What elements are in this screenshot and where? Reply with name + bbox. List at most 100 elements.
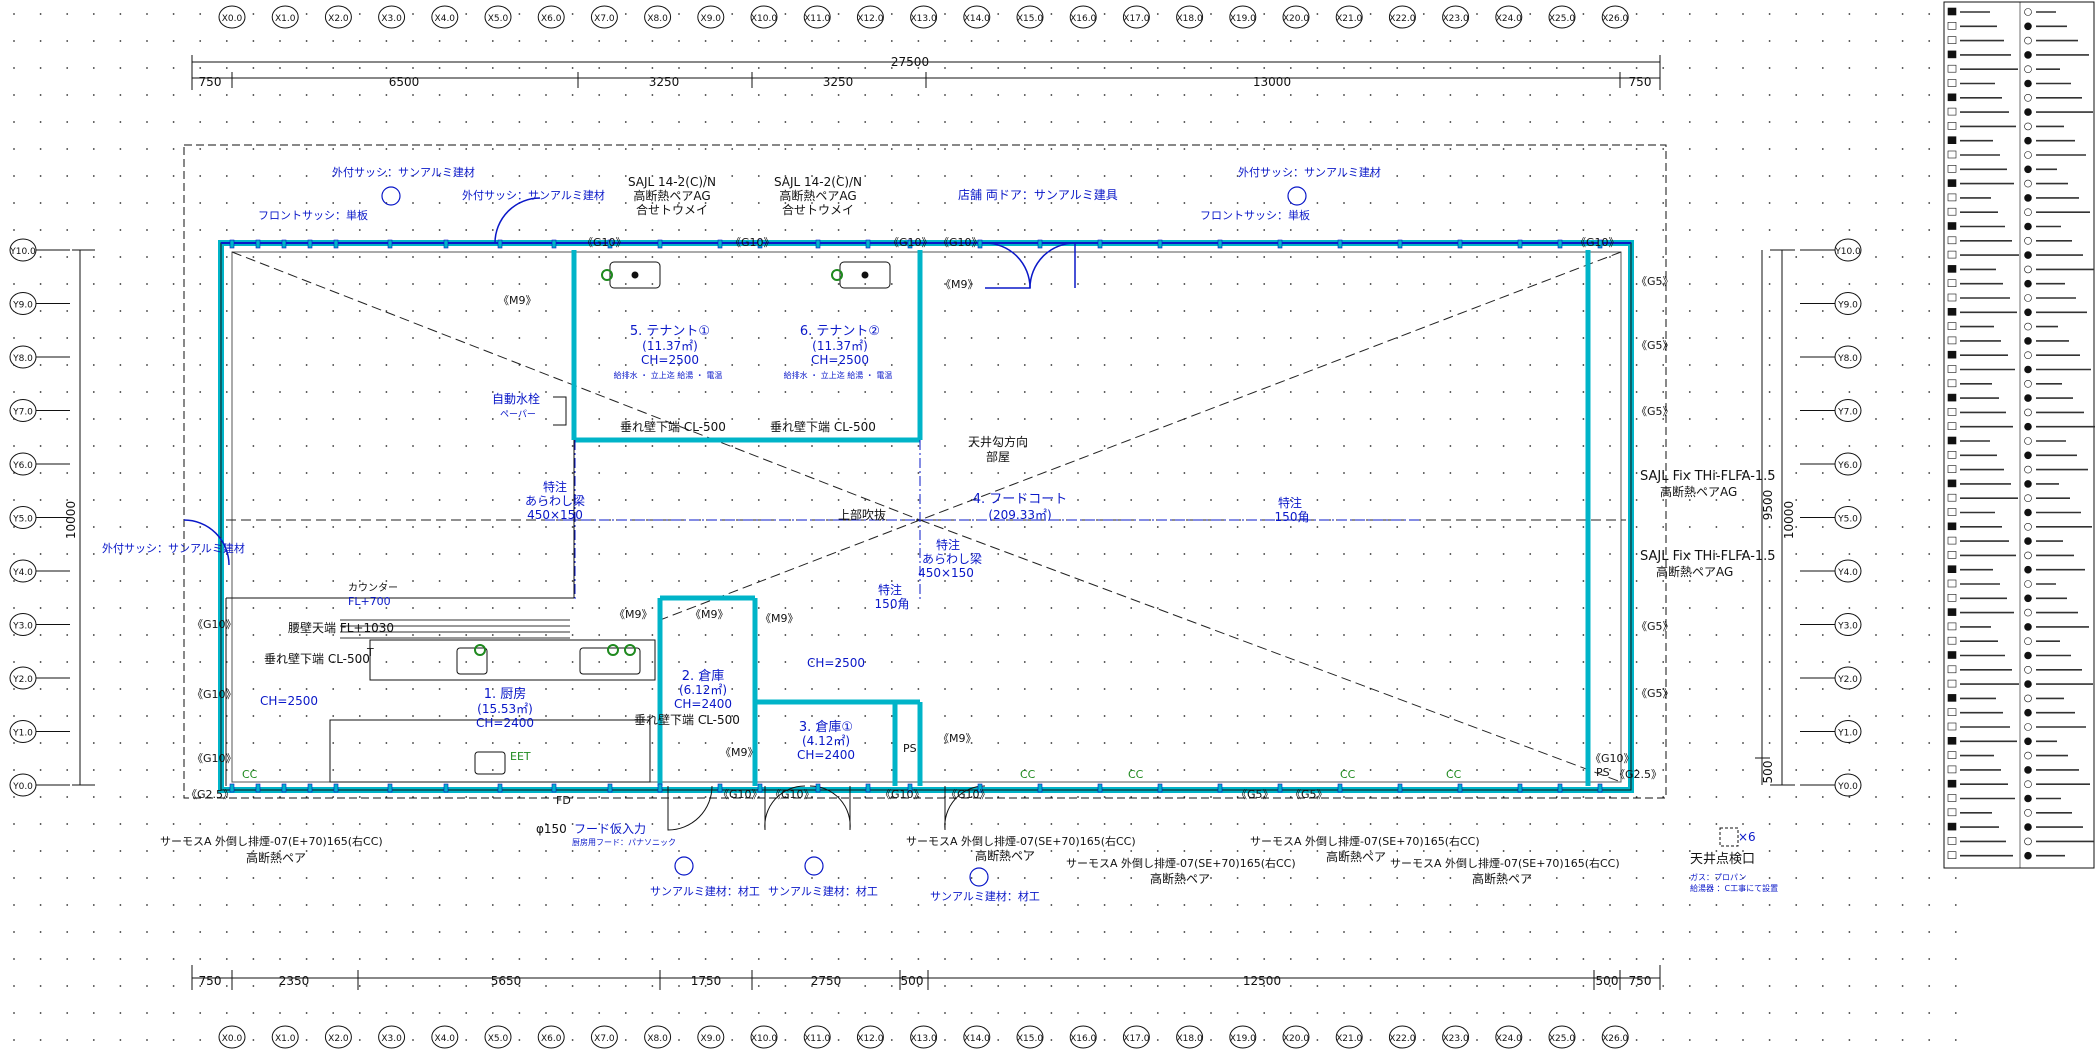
square-post-2: 特注 [878,582,902,597]
room-2-area: (6.12㎡) [679,683,727,697]
grid-bubble-bottom-label: X3.0 [381,1034,402,1044]
room-3-ch: CH=2400 [797,748,855,762]
ps-label-1: PS [903,742,917,755]
beam-1: 特注 [543,479,567,494]
grid-bubble-right-label: Y9.0 [1837,301,1858,311]
grid-bubble-bottom: X12.0 [856,1025,884,1049]
tag-g5: 《G5》 [1636,687,1674,700]
wall-joint-markers: 《G10》《G10》《G10》《G10》《G10》《G10》《G10》《G10》… [186,236,1674,801]
grid-bubble-bottom-label: X15.0 [1017,1034,1043,1044]
tag-cc: CC [1340,768,1356,781]
sajl-a-2: 高断熱ペアAG [633,188,710,203]
grid-bubble-top: X5.0 [484,5,512,29]
grid-bubble-bottom: X25.0 [1548,1025,1576,1049]
grid-bubble-top-label: X22.0 [1389,14,1415,24]
grid-bubble-top-label: X2.0 [328,14,349,24]
tag-m9: 《M9》 [940,278,979,291]
hood-brand: 厨房用フード：パナソニック [572,837,676,847]
grid-bubble-right: Y9.0 [1834,292,1862,315]
grid-bubble-bottom: X9.0 [697,1025,725,1049]
therm-2: サーモスA 外倒し排煙-07(SE+70)165(右CC) [906,834,1136,848]
grid-bubble-top: X12.0 [856,5,884,29]
grid-bubble-right: Y5.0 [1834,506,1862,529]
ceiling-room: 部屋 [986,449,1010,464]
grid-bubble-right: Y8.0 [1834,345,1862,369]
therm-3: サーモスA 外倒し排煙-07(SE+70)165(右CC) [1066,856,1296,870]
room-4-area: (209.33㎡) [988,508,1051,522]
dim-bottom-5: 2750 [811,974,842,988]
grid-bubble-top-label: X11.0 [804,14,830,24]
grid-bubble-top: X18.0 [1176,5,1204,29]
sash-label-4: 外付サッシ：サンアルミ建材 [102,541,245,555]
grid-bubble-top: X13.0 [910,5,938,29]
square-post-2b: 150角 [875,597,910,611]
grid-bubble-bottom-label: X11.0 [804,1034,830,1044]
dim-bottom-8: 500 [1596,974,1619,988]
grid-bubble-bottom-label: X17.0 [1123,1034,1149,1044]
grid-bubble-right-label: Y0.0 [1837,782,1858,792]
duct-size: φ150 [536,822,567,836]
beam-1b: あらわし梁 [525,493,585,508]
therm-5: サーモスA 外倒し排煙-07(SE+70)165(右CC) [1390,856,1620,870]
dim-bottom-7: 12500 [1243,974,1281,988]
sajl-fix-2: SAJL Fix THi-FLFA-1.5 [1640,549,1776,564]
front-sash-1: フロントサッシ：単板 [258,208,368,222]
dim-right-small: 500 [1761,761,1775,784]
therm-5b: 高断熱ペア [1472,871,1532,886]
void-label: 上部吹抜 [838,507,886,522]
grid-bubble-right-label: Y3.0 [1837,622,1858,632]
inspection-count: ×6 [1738,830,1756,844]
sunal-3: サンアルミ建材：材工 [930,889,1040,903]
sash-label-1: 外付サッシ：サンアルミ建材 [332,165,475,179]
grid-bubble-bottom-label: X7.0 [594,1034,615,1044]
grid-bubble-top-label: X26.0 [1602,14,1628,24]
grid-bubble-bottom: X3.0 [378,1025,406,1049]
fd-label: FD [556,794,571,807]
dim-top-1: 750 [199,75,222,89]
sajl-b-3: 合せトウメイ [782,202,854,217]
grid-bubble-top-label: X6.0 [541,14,562,24]
grid-bubble-top: X24.0 [1495,5,1523,29]
hang-wall-2: 垂れ壁下端 CL-500 [770,419,876,434]
grid-bubble-bottom-label: X4.0 [435,1034,456,1044]
grid-bubble-left: Y9.0 [9,292,37,315]
grid-bubble-left: Y8.0 [9,345,37,369]
grid-bubble-top-label: X4.0 [435,14,456,24]
dim-top-2: 6500 [389,75,420,89]
tag-m9: 《M9》 [720,746,759,759]
square-post-1: 特注 [1278,495,1302,510]
grid-bubble-right: Y10.0 [1834,238,1862,262]
grid-bubble-bottom: X19.0 [1229,1025,1257,1049]
plan-labels: 外付サッシ：サンアルミ建材 外付サッシ：サンアルミ建材 外付サッシ：サンアルミ建… [102,165,1778,903]
hydrant-label-2: ペーパー [500,409,536,420]
grid-bubble-bottom: X26.0 [1601,1025,1629,1049]
grid-bubble-bottom-label: X13.0 [910,1034,936,1044]
dimension-lines [72,55,1795,990]
symbol-legend [1943,1,2095,869]
sash-symbols [381,186,1307,887]
tag-g10: 《G10》 [192,618,237,631]
grid-bubble-left-label: Y3.0 [12,622,33,632]
grid-bubble-left: Y0.0 [9,773,37,797]
dimension-texts: 27500 750 6500 3250 3250 13000 750 750 2… [64,55,1796,988]
grid-bubble-top-label: X8.0 [647,14,668,24]
grid-bubble-bottom-label: X2.0 [328,1034,349,1044]
grid-bubble-bottom-label: X24.0 [1496,1034,1522,1044]
grid-bubble-bottom: X14.0 [963,1025,991,1049]
therm-4: サーモスA 外倒し排煙-07(SE+70)165(右CC) [1250,834,1480,848]
grid-bubble-bottom: X23.0 [1442,1025,1470,1049]
sajl-fix-1: SAJL Fix THi-FLFA-1.5 [1640,469,1776,484]
grid-bubble-left: Y10.0 [9,238,37,262]
grid-bubble-bottom: X4.0 [431,1025,459,1049]
sajl-b-2: 高断熱ペアAG [779,188,856,203]
grid-bubble-top: X11.0 [803,5,831,29]
grid-bubble-top: X22.0 [1388,5,1416,29]
grid-bubble-left-label: Y4.0 [12,568,33,578]
grid-bubble-left: Y5.0 [9,506,37,529]
door-label: 店舗 両ドア：サンアルミ建具 [958,188,1118,202]
dim-top-4: 3250 [823,75,854,89]
grid-bubble-right: Y1.0 [1834,720,1862,743]
therm-4b: 高断熱ペア [1326,849,1386,864]
grid-bubble-right: Y2.0 [1834,666,1862,690]
